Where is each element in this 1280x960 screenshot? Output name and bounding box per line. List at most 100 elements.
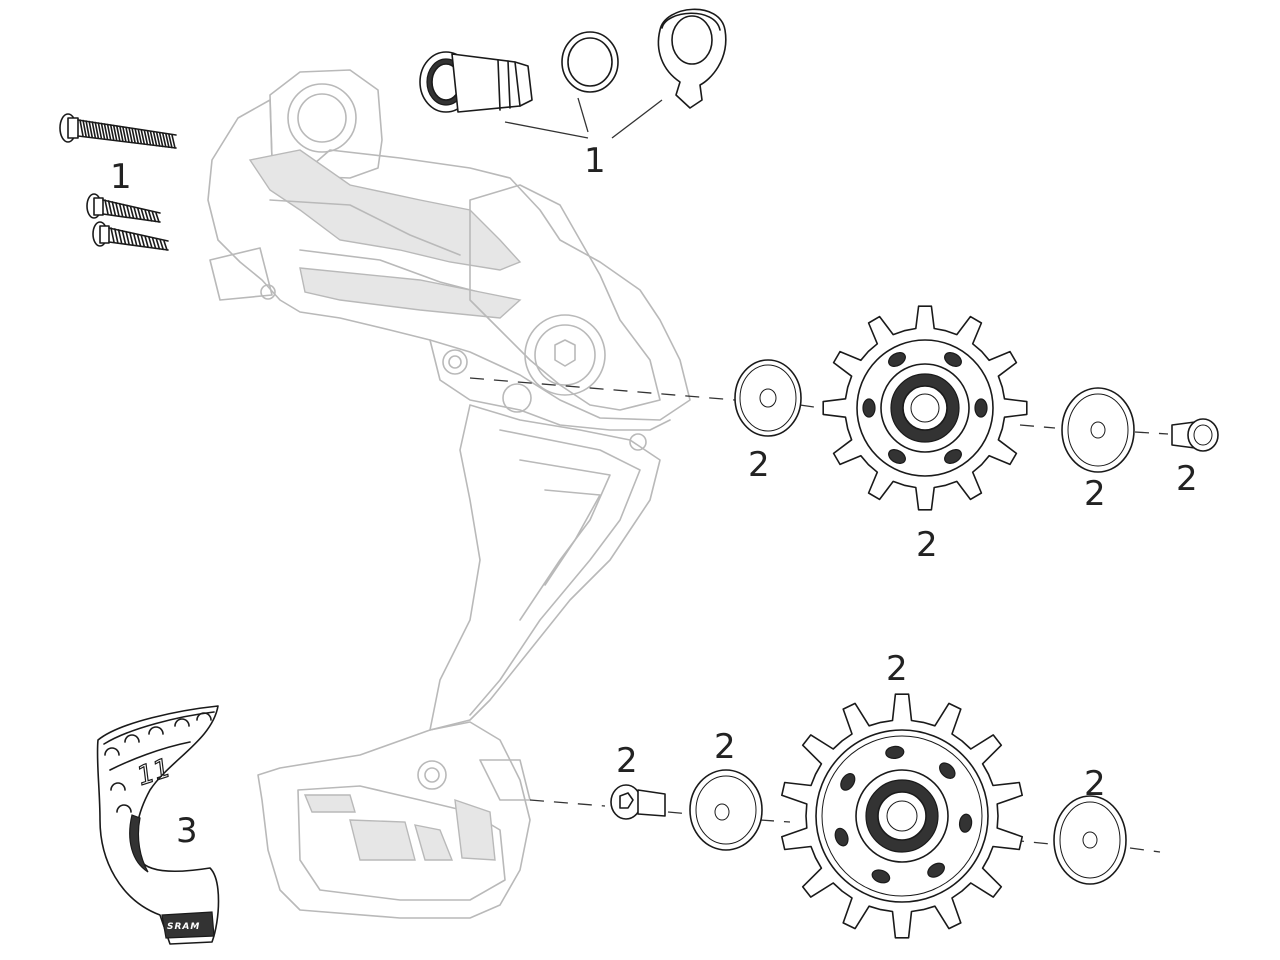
- thread-mark: [85, 120, 90, 138]
- callout-b-screws: 1: [110, 157, 132, 197]
- thread-mark: [131, 127, 136, 144]
- upper-pulley-wheel: [822, 305, 1028, 511]
- thread-mark: [106, 123, 112, 141]
- pulley-pocket: [927, 862, 945, 878]
- thread-mark: [117, 229, 123, 244]
- thread-mark: [140, 208, 146, 221]
- callout-labels: 1 1 2 2 2 2 2 2 2 2 3: [110, 141, 1198, 851]
- thread-mark: [162, 132, 167, 148]
- axle-spacer-ring: [561, 31, 619, 93]
- pulley-pocket: [944, 352, 962, 367]
- leader-lines-axle-group: [504, 97, 663, 139]
- thread-mark: [137, 128, 143, 145]
- pulley-pocket: [974, 398, 988, 418]
- thread-mark: [165, 133, 170, 148]
- thread-mark: [159, 239, 164, 251]
- upper-pulley-bolt: [1171, 418, 1219, 452]
- thread-mark: [114, 228, 119, 244]
- thread-mark: [125, 230, 130, 246]
- thread-mark: [134, 128, 139, 144]
- thread-mark: [132, 232, 138, 247]
- derailleur-body-ghost: [207, 69, 691, 919]
- guard-brand-mark: SRAM: [167, 922, 200, 932]
- thread-mark: [147, 210, 153, 222]
- thread-mark: [133, 206, 138, 220]
- thread-mark: [91, 121, 97, 139]
- thread-mark: [171, 134, 176, 149]
- thread-mark: [116, 125, 121, 142]
- thread-mark: [140, 234, 146, 248]
- thread-mark: [128, 127, 133, 144]
- guard-scallop: [174, 718, 190, 727]
- thread-mark: [103, 123, 109, 140]
- screw-threads: [79, 119, 176, 251]
- thread-mark: [168, 133, 173, 149]
- thread-mark: [88, 120, 93, 138]
- thread-mark: [119, 125, 124, 142]
- thread-mark: [112, 124, 118, 142]
- guard-scallop: [110, 782, 126, 791]
- thread-mark: [111, 201, 117, 216]
- thread-mark: [143, 129, 149, 146]
- callout-lower-washer-inner: 2: [1084, 764, 1106, 804]
- thread-mark: [110, 227, 115, 243]
- guard-scallop: [104, 747, 120, 756]
- pulley-pocket: [862, 398, 876, 418]
- short-b-screw-2: [92, 221, 169, 251]
- thread-mark: [104, 199, 109, 215]
- pulley-pocket: [840, 773, 856, 791]
- callout-lower-pulley: 2: [886, 649, 908, 689]
- pulley-pocket: [888, 449, 906, 464]
- lower-inner-washer: [1053, 795, 1127, 885]
- pulley-pocket: [834, 827, 849, 847]
- cage-guard: 11 SRAM: [96, 705, 220, 945]
- thread-mark: [97, 122, 103, 140]
- thread-mark: [148, 236, 153, 249]
- pulley-pocket: [885, 745, 905, 760]
- lower-pulley-wheel: [781, 693, 1023, 939]
- callout-cage-guard: 3: [176, 811, 198, 851]
- callout-lower-bolt: 2: [616, 741, 638, 781]
- thread-mark: [100, 122, 106, 140]
- thread-mark: [129, 231, 134, 246]
- thread-mark: [146, 130, 152, 146]
- thread-mark: [151, 211, 157, 223]
- thread-mark: [122, 203, 127, 218]
- thread-mark: [121, 230, 127, 245]
- thread-mark: [109, 124, 115, 141]
- thread-mark: [107, 200, 113, 216]
- thread-mark: [144, 209, 149, 222]
- guard-scallop: [148, 726, 164, 735]
- thread-mark: [152, 131, 158, 147]
- guard-scallop: [124, 734, 140, 743]
- callout-lower-washer-outer: 2: [714, 727, 736, 767]
- thread-mark: [115, 202, 120, 217]
- callout-upper-bolt: 2: [1176, 459, 1198, 499]
- pulley-pocket: [958, 813, 973, 833]
- thread-mark: [155, 131, 161, 147]
- callout-upper-pulley: 2: [916, 525, 938, 565]
- thread-mark: [144, 235, 149, 248]
- thread-mark: [122, 126, 127, 143]
- thread-mark: [126, 204, 131, 219]
- thread-mark: [151, 237, 157, 250]
- thread-mark: [163, 240, 168, 251]
- upper-inner-washer: [1061, 387, 1135, 473]
- thread-mark: [140, 129, 146, 145]
- thread-mark: [155, 212, 160, 223]
- callout-axle-group: 1: [584, 141, 606, 181]
- thread-mark: [155, 238, 161, 250]
- thread-mark: [158, 132, 164, 148]
- thread-mark: [125, 126, 130, 143]
- thread-mark: [136, 233, 142, 247]
- callout-upper-washer-outer: 2: [748, 445, 770, 485]
- axle-clip: [657, 8, 727, 109]
- pulley-pocket: [939, 762, 956, 779]
- pulley-pocket: [871, 869, 891, 884]
- thread-mark: [118, 202, 124, 218]
- axle-bolt: [419, 51, 533, 113]
- lower-pulley-bolt: [610, 784, 666, 820]
- pulley-pocket: [944, 449, 962, 464]
- pulley-pocket: [888, 352, 906, 367]
- thread-mark: [94, 121, 100, 139]
